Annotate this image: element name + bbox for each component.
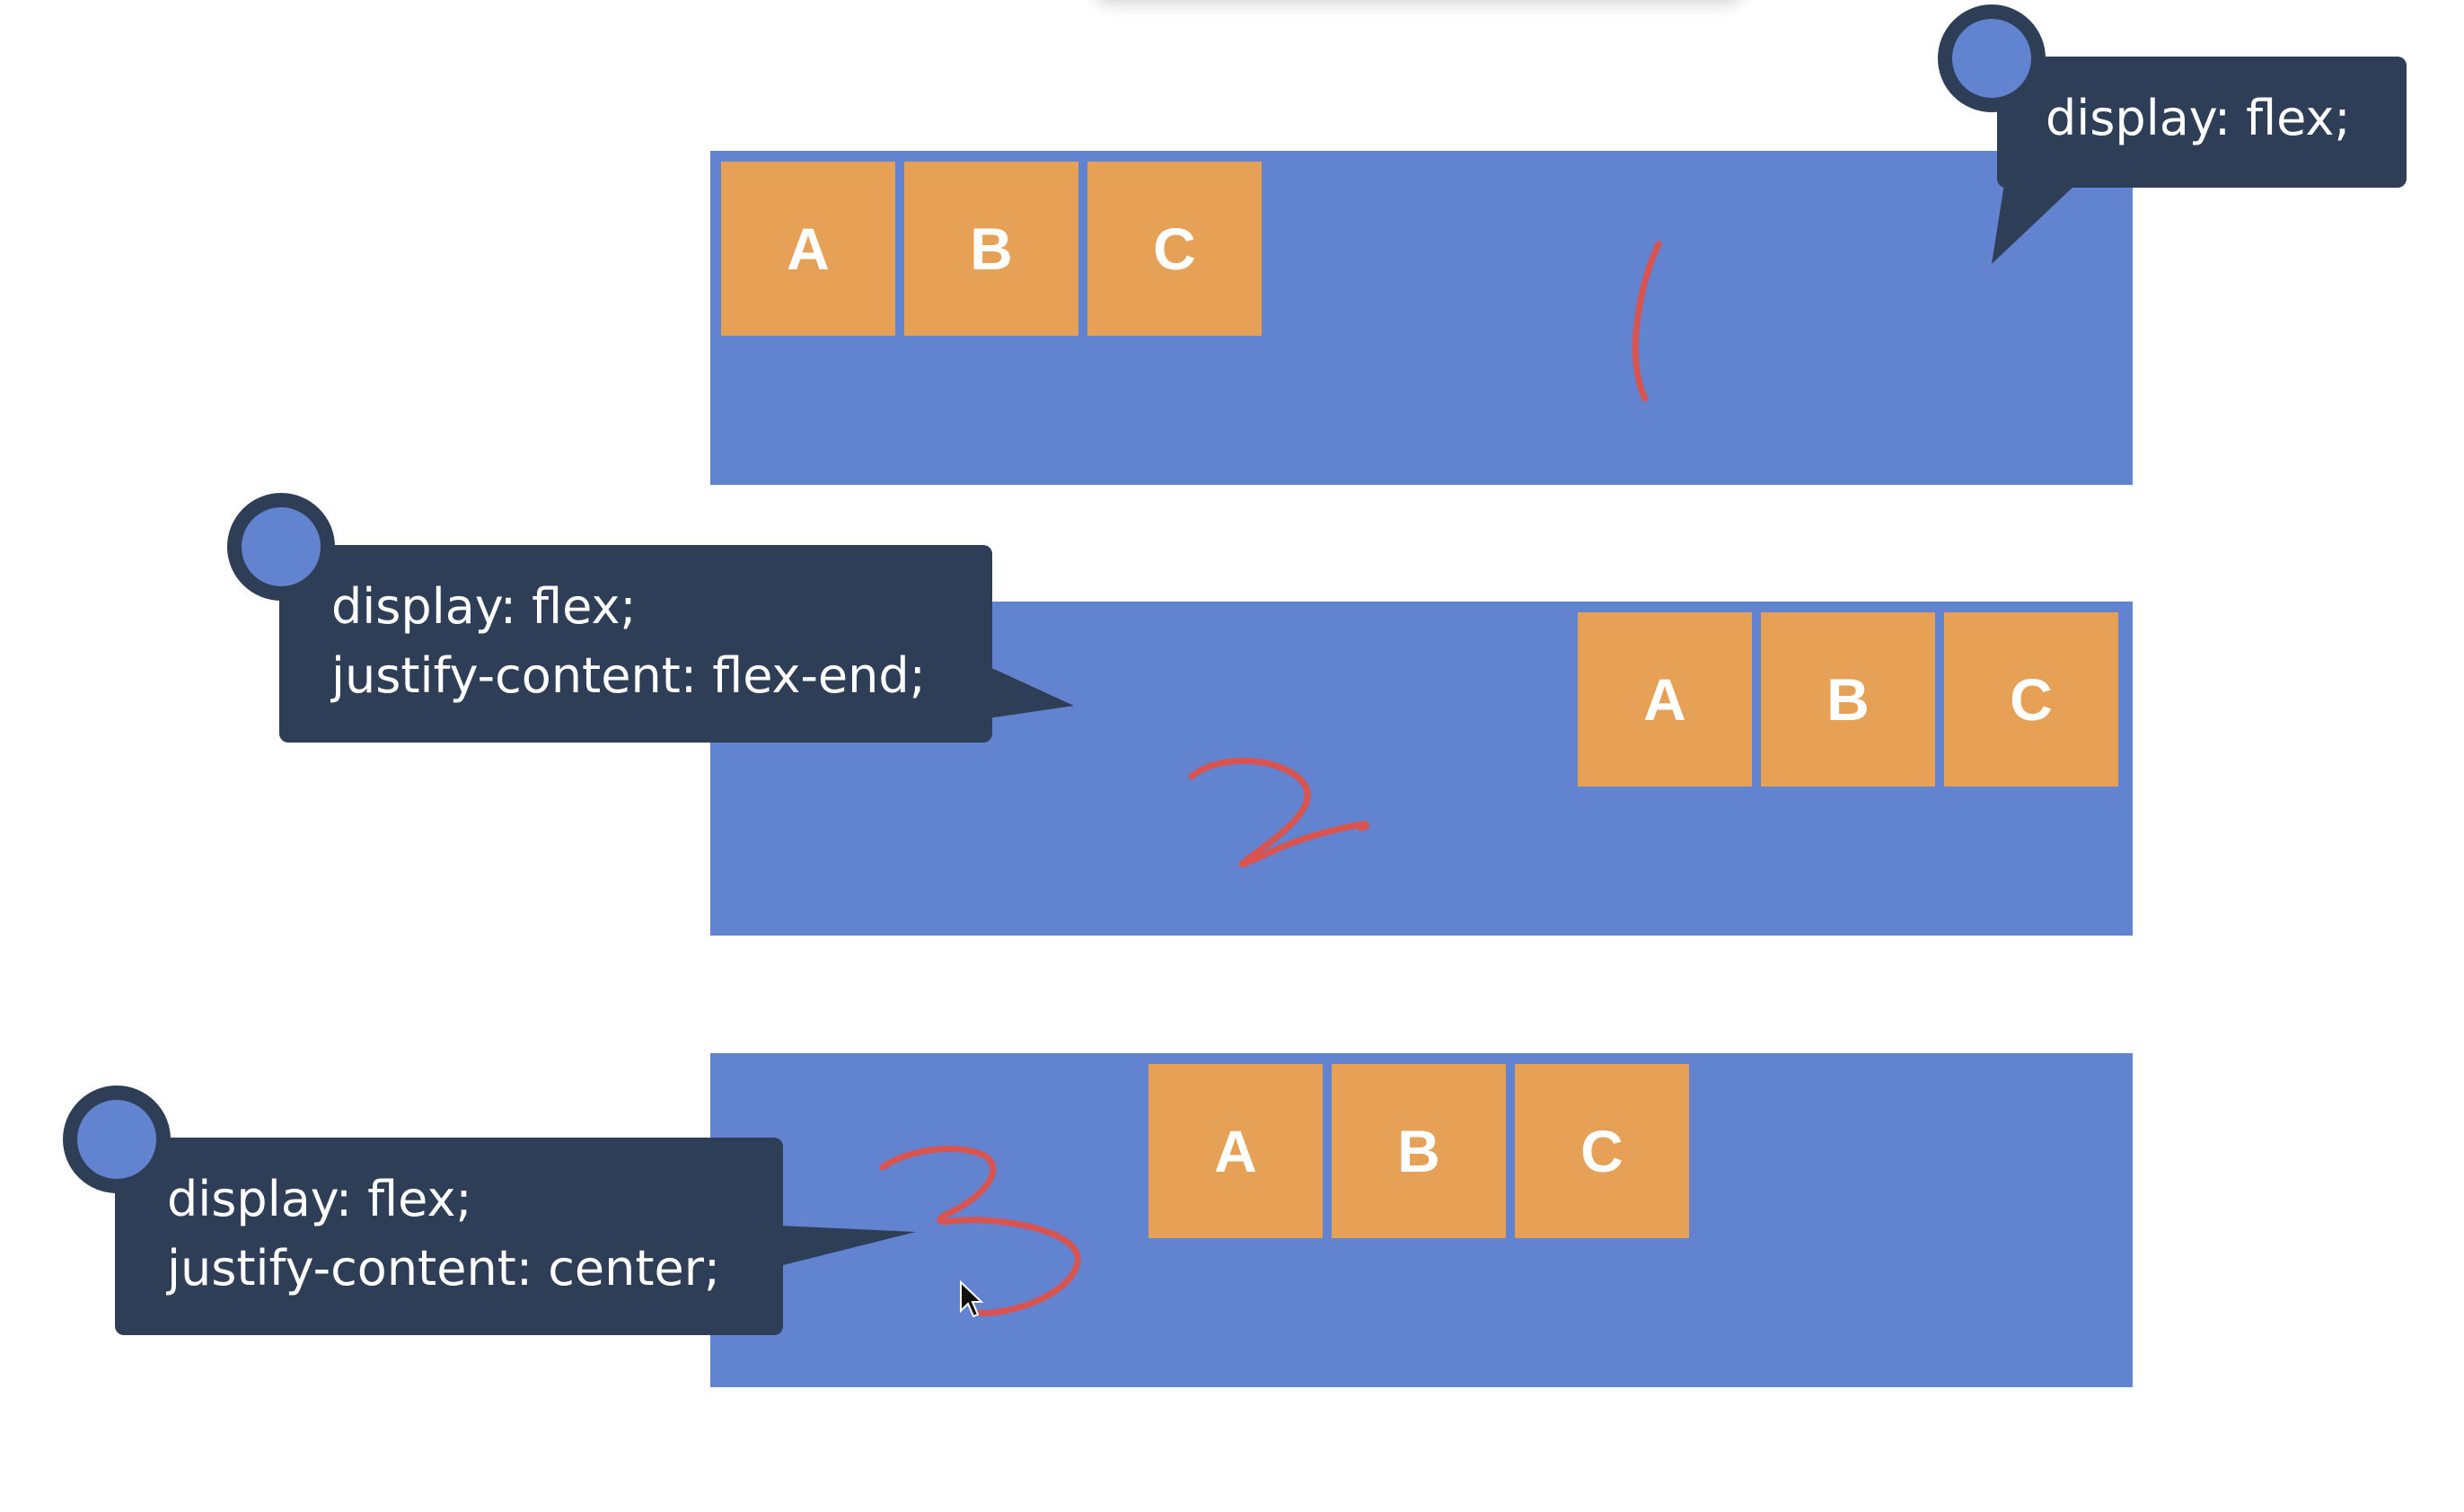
callout-1-marker-dot <box>1938 4 2046 112</box>
flex-container-default: A B C <box>710 151 2133 485</box>
flex-item-c: C <box>1515 1064 1689 1238</box>
callout-display-flex: display: flex; <box>1997 57 2407 188</box>
flex-item-a: A <box>721 162 895 336</box>
flex-item-c: C <box>1944 612 2118 787</box>
callout-line: display: flex; <box>331 578 637 635</box>
flex-item-b: B <box>1761 612 1935 787</box>
flex-item-b: B <box>1332 1064 1506 1238</box>
callout-flex-end: display: flex; justify-content: flex-end… <box>279 545 992 743</box>
flex-item-c: C <box>1087 162 1262 336</box>
callout-2-marker-dot <box>227 493 335 601</box>
callout-line: display: flex; <box>2046 90 2351 146</box>
callout-3-marker-dot <box>63 1086 171 1193</box>
flex-item-a: A <box>1148 1064 1323 1238</box>
flex-item-a: A <box>1578 612 1752 787</box>
callout-center: display: flex; justify-content: center; <box>115 1138 783 1335</box>
callout-line: justify-content: center; <box>167 1240 721 1297</box>
callout-line: justify-content: flex-end; <box>331 647 926 704</box>
flex-item-b: B <box>904 162 1078 336</box>
flex-container-center: A B C <box>710 1053 2133 1387</box>
flex-container-flex-end: A B C <box>710 602 2133 936</box>
callout-line: display: flex; <box>167 1171 472 1227</box>
